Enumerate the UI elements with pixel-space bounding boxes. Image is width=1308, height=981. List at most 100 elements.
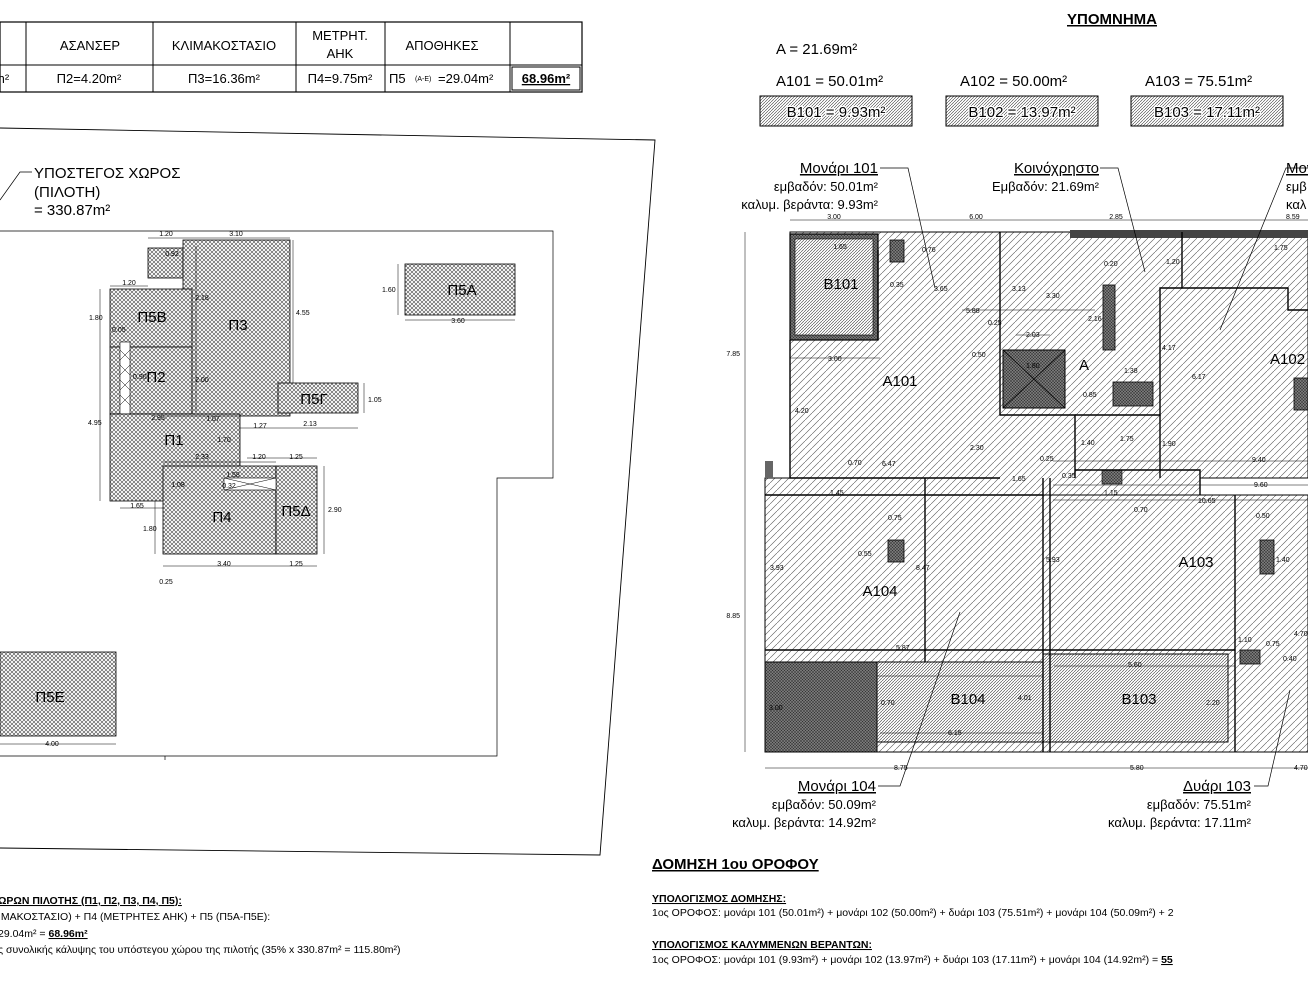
svg-text:Α102: Α102 — [1270, 351, 1305, 368]
svg-text:2.03: 2.03 — [1026, 332, 1040, 339]
svg-text:5.60: 5.60 — [1128, 662, 1142, 669]
svg-text:Π1: Π1 — [164, 432, 183, 449]
svg-text:1.10: 1.10 — [1238, 637, 1252, 644]
svg-text:Β104: Β104 — [950, 691, 985, 708]
svg-text:4.20: 4.20 — [795, 408, 809, 415]
svg-text:0.75: 0.75 — [1266, 641, 1280, 648]
svg-text:1.75: 1.75 — [1274, 245, 1288, 252]
svg-text:1.45: 1.45 — [830, 490, 844, 497]
piloti-label-line1: ΥΠΟΣΤΕΓΟΣ ΧΩΡΟΣ — [34, 165, 180, 182]
room-p5b — [109, 288, 193, 348]
room-b103 — [1042, 653, 1229, 743]
svg-text:2.33: 2.33 — [195, 454, 209, 461]
svg-text:0.05: 0.05 — [112, 327, 126, 334]
svg-text:Α103 = 75.51m²: Α103 = 75.51m² — [1145, 73, 1252, 90]
table-cell-p1: m² — [0, 71, 10, 86]
svg-text:1.20: 1.20 — [122, 280, 136, 287]
svg-text:εμβαδόν: 50.09m²: εμβαδόν: 50.09m² — [772, 797, 877, 812]
callout-101-title: Μονάρι 101 — [800, 160, 878, 177]
svg-text:9.40: 9.40 — [1252, 457, 1266, 464]
svg-text:2.90: 2.90 — [328, 507, 342, 514]
svg-text:4.55: 4.55 — [296, 310, 310, 317]
svg-text:5.88: 5.88 — [966, 308, 980, 315]
svg-text:5.80: 5.80 — [1130, 765, 1144, 772]
callout-common-title: Κοινόχρηστο — [1014, 160, 1099, 177]
svg-text:4.00: 4.00 — [45, 741, 59, 748]
svg-text:0.50: 0.50 — [1256, 513, 1270, 520]
svg-text:1ος ΟΡΟΦΟΣ: μονάρι 101 (50.01: 1ος ΟΡΟΦΟΣ: μονάρι 101 (50.01m²) + μονάρ… — [652, 907, 1174, 919]
svg-text:Π5Ε: Π5Ε — [35, 689, 64, 706]
svg-text:3.30: 3.30 — [1046, 293, 1060, 300]
svg-text:1.20: 1.20 — [159, 231, 173, 238]
svg-text:8.59: 8.59 — [1286, 214, 1300, 221]
svg-text:Α = 21.69m²: Α = 21.69m² — [776, 41, 857, 58]
svg-text:2.00: 2.00 — [195, 377, 209, 384]
svg-text:Α: Α — [1079, 357, 1089, 374]
svg-text:Π4: Π4 — [212, 509, 231, 526]
svg-text:8.85: 8.85 — [726, 613, 740, 620]
svg-text:καλυμ. βεράντα: 14.92m²: καλυμ. βεράντα: 14.92m² — [732, 815, 877, 830]
svg-text:ΩΡΩΝ ΠΙΛΟΤΗΣ (Π1, Π2, Π3, Π4,: ΩΡΩΝ ΠΙΛΟΤΗΣ (Π1, Π2, Π3, Π4, Π5): — [0, 895, 182, 907]
svg-text:5.93: 5.93 — [1046, 557, 1060, 564]
svg-text:1.38: 1.38 — [1124, 368, 1138, 375]
room-p3 — [182, 239, 291, 417]
svg-text:9.60: 9.60 — [1254, 482, 1268, 489]
svg-text:Εμβαδόν: 21.69m²: Εμβαδόν: 21.69m² — [992, 179, 1100, 194]
svg-text:3.65: 3.65 — [934, 286, 948, 293]
svg-text:1.58: 1.58 — [226, 472, 240, 479]
svg-text:1.25: 1.25 — [289, 561, 303, 568]
svg-text:4.01: 4.01 — [1018, 695, 1032, 702]
svg-text:ς συνολικής κάλυψης του υπόστε: ς συνολικής κάλυψης του υπόστεγου χώρου … — [0, 944, 401, 956]
svg-text:καλυμ. βεράντα: 17.11m²: καλυμ. βεράντα: 17.11m² — [1108, 815, 1252, 830]
svg-text:8.47: 8.47 — [916, 565, 930, 572]
svg-text:6.00: 6.00 — [969, 214, 983, 221]
svg-text:2.85: 2.85 — [1109, 214, 1123, 221]
piloti-label-line2: (ΠΙΛΟΤΗ) — [34, 184, 100, 201]
svg-text:0.70: 0.70 — [1134, 507, 1148, 514]
svg-text:2.13: 2.13 — [303, 421, 317, 428]
svg-text:1.90: 1.90 — [1162, 441, 1176, 448]
svg-text:Π5Γ: Π5Γ — [300, 391, 327, 408]
svg-text:1.80: 1.80 — [89, 315, 103, 322]
table-header-stairwell: ΚΛΙΜΑΚΟΣΤΑΣΙΟ — [172, 38, 276, 53]
callout-102-title: Μον — [1286, 160, 1308, 177]
room-p5g — [277, 382, 359, 414]
room-b104-dark — [764, 661, 878, 753]
svg-text:καλ: καλ — [1286, 197, 1307, 212]
table-header-elevator: ΑΣΑΝΣΕΡ — [60, 38, 120, 53]
table-cell-p3: Π3=16.36m² — [188, 71, 261, 86]
svg-text:3.00: 3.00 — [769, 705, 783, 712]
svg-text:4.17: 4.17 — [1162, 345, 1176, 352]
svg-text:Α101 = 50.01m²: Α101 = 50.01m² — [776, 73, 883, 90]
piloti-label-area: = 330.87m² — [34, 202, 110, 219]
svg-text:1.75: 1.75 — [1120, 436, 1134, 443]
svg-text:Β103: Β103 — [1121, 691, 1156, 708]
svg-text:0.76: 0.76 — [922, 247, 936, 254]
svg-text:καλυμ. βεράντα: 9.93m²: καλυμ. βεράντα: 9.93m² — [741, 197, 878, 212]
svg-text:1.20: 1.20 — [1166, 259, 1180, 266]
svg-text:6.15: 6.15 — [948, 730, 962, 737]
svg-text:1.27: 1.27 — [253, 423, 267, 430]
svg-text:Π5Δ: Π5Δ — [281, 503, 310, 520]
svg-text:0.92: 0.92 — [165, 251, 179, 258]
svg-text:1.15: 1.15 — [1104, 490, 1118, 497]
svg-text:0.32: 0.32 — [222, 483, 236, 490]
svg-text:0.25: 0.25 — [1040, 456, 1054, 463]
legend: ΥΠΟΜΝΗΜΑ Α = 21.69m² Α101 = 50.01m² Α102… — [759, 11, 1284, 127]
table-cell-p5-area: =29.04m² — [438, 71, 494, 86]
svg-text:εμβ: εμβ — [1286, 179, 1307, 194]
svg-text:Π5Β: Π5Β — [137, 309, 166, 326]
legend-title: ΥΠΟΜΝΗΜΑ — [1067, 11, 1157, 28]
piloti-plan: ΥΠΟΣΤΕΓΟΣ ΧΩΡΟΣ (ΠΙΛΟΤΗ) = 330.87m² Π5Β … — [0, 127, 656, 856]
first-floor-calculation: ΔΟΜΗΣΗ 1ου ΟΡΟΦΟΥ ΥΠΟΛΟΓΙΣΜΟΣ ΔΟΜΗΣΗΣ: 1… — [652, 856, 1174, 966]
svg-text:0.85: 0.85 — [1083, 392, 1097, 399]
table-cell-p5-range: (Α-Ε) — [415, 76, 431, 83]
svg-text:0.35: 0.35 — [1062, 473, 1076, 480]
table-cell-p4: Π4=9.75m² — [308, 71, 373, 86]
svg-text:Β102 = 13.97m²: Β102 = 13.97m² — [968, 104, 1075, 121]
svg-text:1.60: 1.60 — [382, 287, 396, 294]
svg-text:8.75: 8.75 — [894, 765, 908, 772]
svg-text:4.70: 4.70 — [1294, 631, 1308, 638]
svg-text:3.93: 3.93 — [770, 565, 784, 572]
